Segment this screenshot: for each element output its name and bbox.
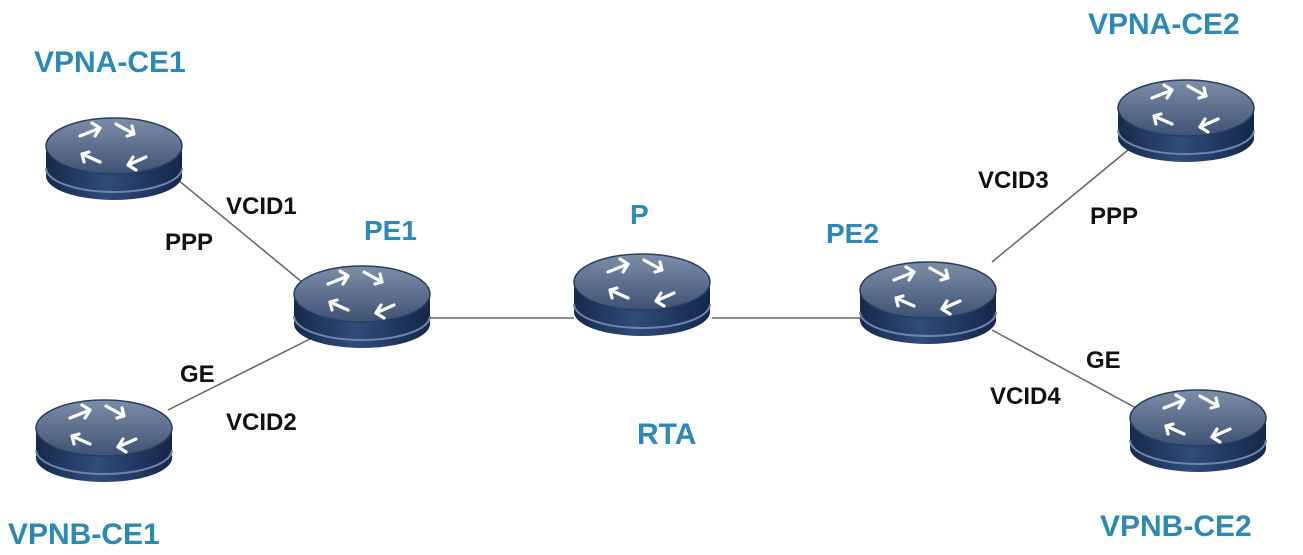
link-vpna-ce1-pe1 bbox=[177, 179, 303, 283]
router-vpna-ce2 bbox=[1116, 78, 1256, 164]
label-vpna-ce1: VPNA-CE1 bbox=[34, 46, 186, 79]
router-p bbox=[572, 252, 712, 338]
label-vpnb-ce1: VPNB-CE1 bbox=[8, 518, 160, 551]
label-ge-left: GE bbox=[180, 361, 215, 388]
router-pe1 bbox=[292, 264, 432, 350]
router-icon bbox=[858, 260, 998, 346]
label-p: P bbox=[630, 199, 649, 230]
label-pe1: PE1 bbox=[364, 215, 417, 246]
label-pe2: PE2 bbox=[826, 218, 879, 249]
label-ppp-left: PPP bbox=[165, 229, 213, 256]
label-vcid3: VCID3 bbox=[978, 167, 1049, 194]
link-pe2-vpna-ce2 bbox=[991, 149, 1129, 263]
label-ppp-right: PPP bbox=[1090, 203, 1138, 230]
label-vcid2: VCID2 bbox=[226, 409, 297, 436]
router-vpna-ce1 bbox=[44, 116, 184, 202]
router-icon bbox=[572, 252, 712, 338]
router-icon bbox=[292, 264, 432, 350]
router-pe2 bbox=[858, 260, 998, 346]
router-icon bbox=[44, 116, 184, 202]
links bbox=[167, 149, 1137, 411]
label-ge-right: GE bbox=[1086, 347, 1121, 374]
link-vpnb-ce1-pe1 bbox=[167, 337, 313, 411]
link-pe2-vpnb-ce2 bbox=[991, 329, 1137, 409]
label-vpna-ce2: VPNA-CE2 bbox=[1088, 8, 1240, 41]
router-icon bbox=[34, 398, 174, 484]
router-icon bbox=[1128, 388, 1268, 474]
router-vpnb-ce1 bbox=[34, 398, 174, 484]
label-vcid4: VCID4 bbox=[990, 383, 1061, 410]
label-vpnb-ce2: VPNB-CE2 bbox=[1100, 510, 1252, 543]
router-icon bbox=[1116, 78, 1256, 164]
label-vcid1: VCID1 bbox=[226, 193, 297, 220]
label-rta: RTA bbox=[637, 418, 696, 451]
router-vpnb-ce2 bbox=[1128, 388, 1268, 474]
